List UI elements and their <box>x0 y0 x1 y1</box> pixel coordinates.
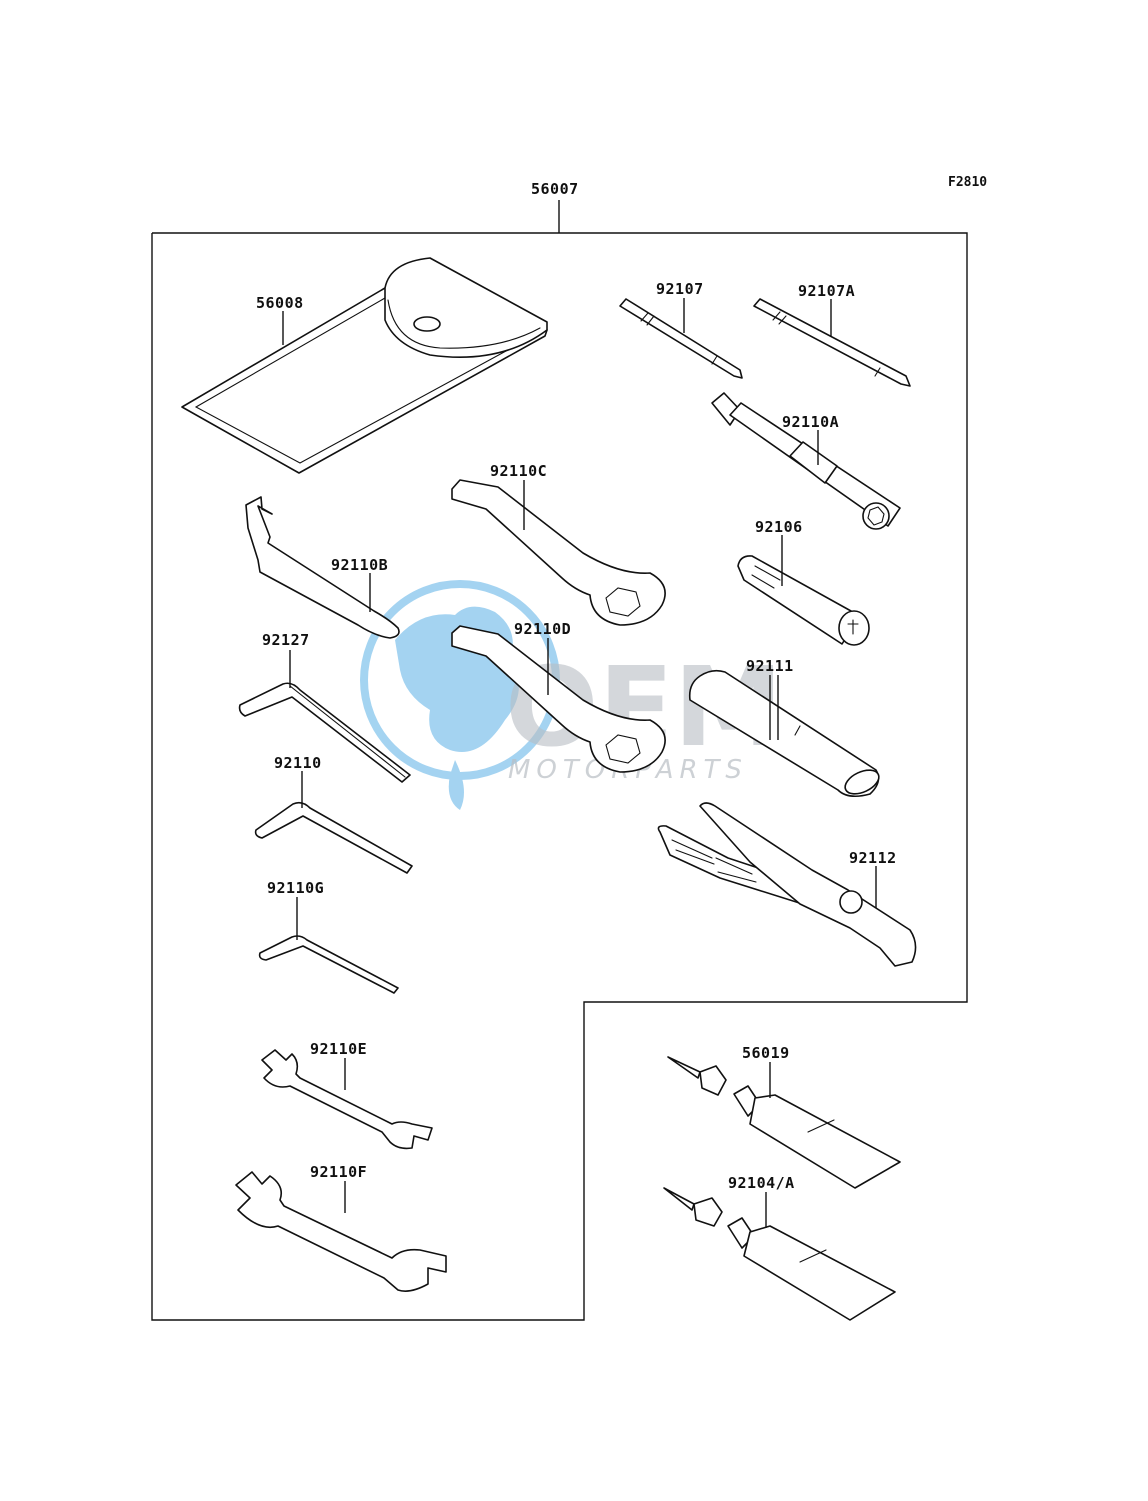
screwdriver-92107[interactable] <box>619 298 743 379</box>
part-label-92110d[interactable]: 92110D <box>514 620 571 638</box>
part-label-92107[interactable]: 92107 <box>656 280 704 298</box>
hex-key-92127[interactable] <box>238 682 411 783</box>
part-label-92110f[interactable]: 92110F <box>310 1163 367 1181</box>
kit-boundary <box>151 200 968 1321</box>
part-label-92107a[interactable]: 92107A <box>798 282 855 300</box>
hex-key-92110[interactable] <box>254 801 413 874</box>
part-label-56008[interactable]: 56008 <box>256 294 304 312</box>
screwdriver-92107a[interactable] <box>753 298 911 387</box>
tube-92104a[interactable] <box>663 1187 896 1321</box>
handle-92111[interactable] <box>688 669 883 799</box>
part-label-92106[interactable]: 92106 <box>755 518 803 536</box>
open-end-wrench-92110e[interactable] <box>261 1049 433 1150</box>
socket-extension-92110a[interactable] <box>711 392 901 530</box>
open-end-wrench-92110f[interactable] <box>235 1171 447 1292</box>
box-wrench-92110d[interactable] <box>451 625 666 773</box>
part-label-92110a[interactable]: 92110A <box>782 413 839 431</box>
hook-spanner-92110b[interactable] <box>245 496 400 639</box>
figure-code: F2810 <box>948 175 987 190</box>
part-label-92112[interactable]: 92112 <box>849 849 897 867</box>
tool-pouch-56008[interactable] <box>181 257 548 474</box>
hex-key-92110g[interactable] <box>258 935 399 994</box>
part-label-56007[interactable]: 56007 <box>531 180 579 198</box>
part-label-92110b[interactable]: 92110B <box>331 556 388 574</box>
part-label-56019[interactable]: 56019 <box>742 1044 790 1062</box>
plug-socket-92106[interactable] <box>737 555 870 646</box>
part-label-92110[interactable]: 92110 <box>274 754 322 772</box>
pliers-92112[interactable] <box>657 802 917 967</box>
part-label-92110c[interactable]: 92110C <box>490 462 547 480</box>
part-label-92110e[interactable]: 92110E <box>310 1040 367 1058</box>
part-label-92111[interactable]: 92111 <box>746 657 794 675</box>
part-label-92110g[interactable]: 92110G <box>267 879 324 897</box>
tube-56019[interactable] <box>667 1056 901 1189</box>
part-label-92127[interactable]: 92127 <box>262 631 310 649</box>
box-wrench-92110c[interactable] <box>451 479 666 626</box>
part-label-92104a[interactable]: 92104/A <box>728 1174 795 1192</box>
